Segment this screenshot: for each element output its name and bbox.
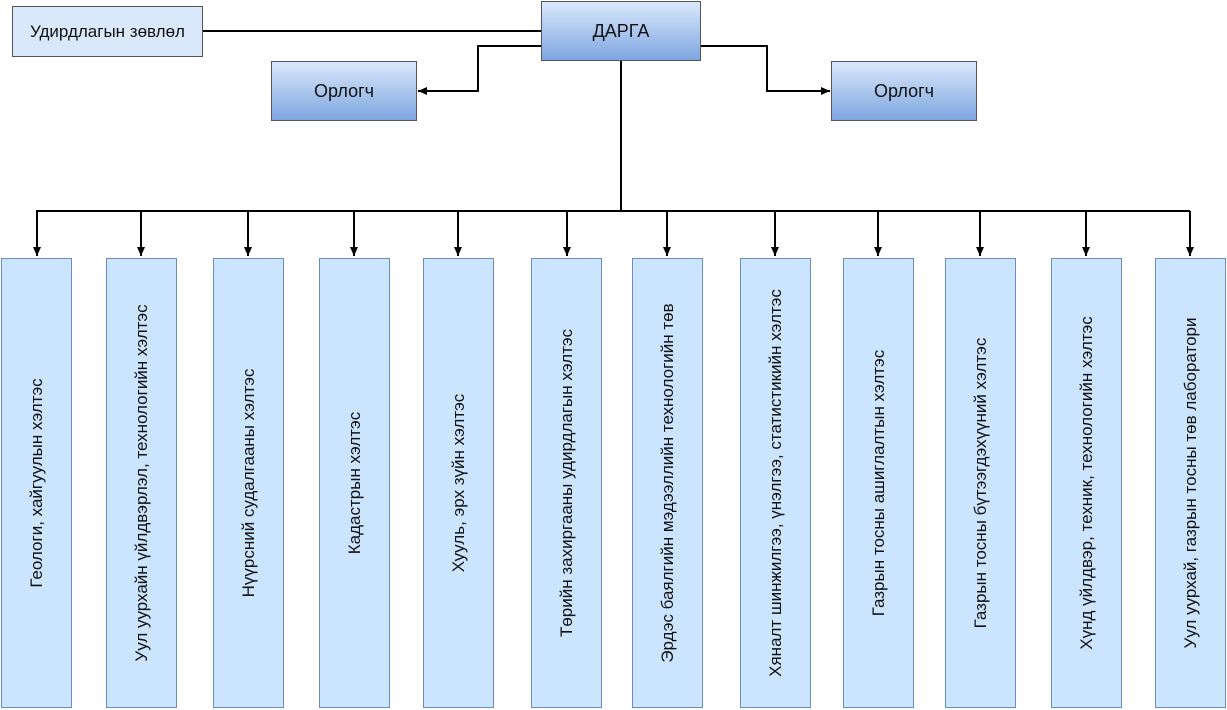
head-box: ДАРГА bbox=[541, 1, 701, 61]
department-box-mining-production: Уул уурхайн үйлдвэрлэл, технологийн хэлт… bbox=[106, 258, 177, 708]
deputy-right-box: Орлогч bbox=[831, 61, 977, 121]
department-label: Геологи, хайгуулын хэлтэс bbox=[26, 378, 46, 588]
department-label: Хүнд үйлдвэр, техник, технологийн хэлтэс bbox=[1076, 316, 1096, 650]
department-label: Уул уурхайн үйлдвэрлэл, технологийн хэлт… bbox=[131, 304, 151, 662]
governing-council-box: Удирдлагын зөвлөл bbox=[12, 6, 203, 57]
department-box-legal: Хууль, эрх зүйн хэлтэс bbox=[423, 258, 494, 708]
department-label: Кадастрын хэлтэс bbox=[344, 411, 364, 555]
department-label: Төрийн захиргааны удирдлагын хэлтэс bbox=[556, 328, 576, 638]
department-label: Хяналт шинжилгээ, үнэлгээ, статистикийн … bbox=[765, 289, 785, 677]
department-box-coal-research: Нүүрсний судалгааны хэлтэс bbox=[213, 258, 284, 708]
department-box-oil-exploitation: Газрын тосны ашиглалтын хэлтэс bbox=[843, 258, 914, 708]
department-box-heavy-industry: Хүнд үйлдвэр, техник, технологийн хэлтэс bbox=[1051, 258, 1122, 708]
department-box-public-administration: Төрийн захиргааны удирдлагын хэлтэс bbox=[531, 258, 602, 708]
department-box-cadastre: Кадастрын хэлтэс bbox=[319, 258, 390, 708]
department-box-geology: Геологи, хайгуулын хэлтэс bbox=[1, 258, 72, 708]
deputy-left-box: Орлогч bbox=[271, 61, 417, 121]
department-label: Эрдэс баялгийн мэдээллийн технологийн тө… bbox=[657, 303, 677, 663]
department-box-monitoring-statistics: Хяналт шинжилгээ, үнэлгээ, статистикийн … bbox=[740, 258, 811, 708]
deputy-left-label: Орлогч bbox=[313, 80, 375, 101]
department-box-oil-products: Газрын тосны бүтээгдэхүүний хэлтэс bbox=[945, 258, 1016, 708]
head-label: ДАРГА bbox=[592, 20, 650, 41]
department-label: Газрын тосны ашиглалтын хэлтэс bbox=[868, 349, 888, 617]
department-label: Нүүрсний судалгааны хэлтэс bbox=[238, 368, 258, 598]
department-box-central-laboratory: Уул уурхай, газрын тосны төв лаборатори bbox=[1155, 258, 1226, 708]
department-label: Хууль, эрх зүйн хэлтэс bbox=[448, 393, 468, 573]
department-label: Газрын тосны бүтээгдэхүүний хэлтэс bbox=[970, 337, 990, 629]
department-box-it-center: Эрдэс баялгийн мэдээллийн технологийн тө… bbox=[632, 258, 703, 708]
governing-council-label: Удирдлагын зөвлөл bbox=[30, 21, 185, 41]
deputy-right-label: Орлогч bbox=[873, 80, 935, 101]
department-label: Уул уурхай, газрын тосны төв лаборатори bbox=[1180, 317, 1200, 649]
